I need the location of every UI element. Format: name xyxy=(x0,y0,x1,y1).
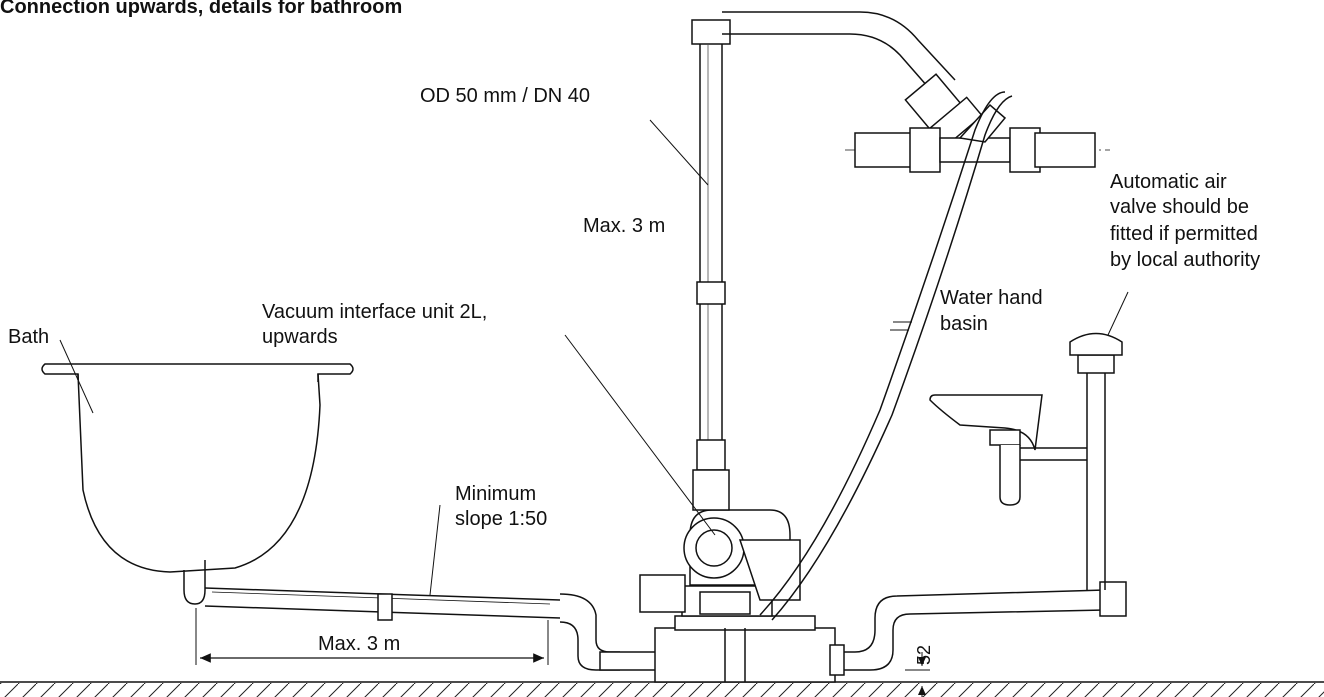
label-basin-2: basin xyxy=(940,313,988,335)
label-max-vertical: Max. 3 m xyxy=(583,215,665,237)
label-air-valve-3: fitted if permitted xyxy=(1110,223,1258,245)
floor xyxy=(0,681,1324,697)
dimension-52 xyxy=(905,652,930,697)
bath-drain-pipe xyxy=(204,587,620,671)
label-dim-52: 52 xyxy=(914,645,934,665)
valve-assembly xyxy=(845,103,1110,173)
top-bend-pipe xyxy=(722,11,984,148)
label-minimum: Minimum xyxy=(455,483,536,505)
controller-hose xyxy=(759,91,1013,621)
label-basin-1: Water hand xyxy=(940,287,1043,309)
label-air-valve-2: valve should be xyxy=(1110,196,1249,218)
air-valve-pipe xyxy=(1069,332,1123,590)
vertical-pipe xyxy=(691,19,731,511)
label-od: OD 50 mm / DN 40 xyxy=(420,85,590,107)
label-air-valve-1: Automatic air xyxy=(1110,171,1227,193)
dimension-horizontal xyxy=(195,608,549,665)
bath-tub xyxy=(41,363,354,605)
label-slope: slope 1:50 xyxy=(455,508,547,530)
label-vacuum-unit-1: Vacuum interface unit 2L, xyxy=(262,301,487,323)
wash-basin xyxy=(929,394,1087,506)
vacuum-unit-base xyxy=(599,509,836,683)
label-max-horizontal: Max. 3 m xyxy=(318,633,400,655)
leader-lines xyxy=(429,119,716,596)
label-air-valve-4: by local authority xyxy=(1110,249,1260,271)
label-vacuum-unit-2: upwards xyxy=(262,326,338,348)
label-bath: Bath xyxy=(8,326,49,348)
diagram-title: Connection upwards, details for bathroom xyxy=(0,0,403,18)
outlet-pipe xyxy=(829,581,1127,676)
